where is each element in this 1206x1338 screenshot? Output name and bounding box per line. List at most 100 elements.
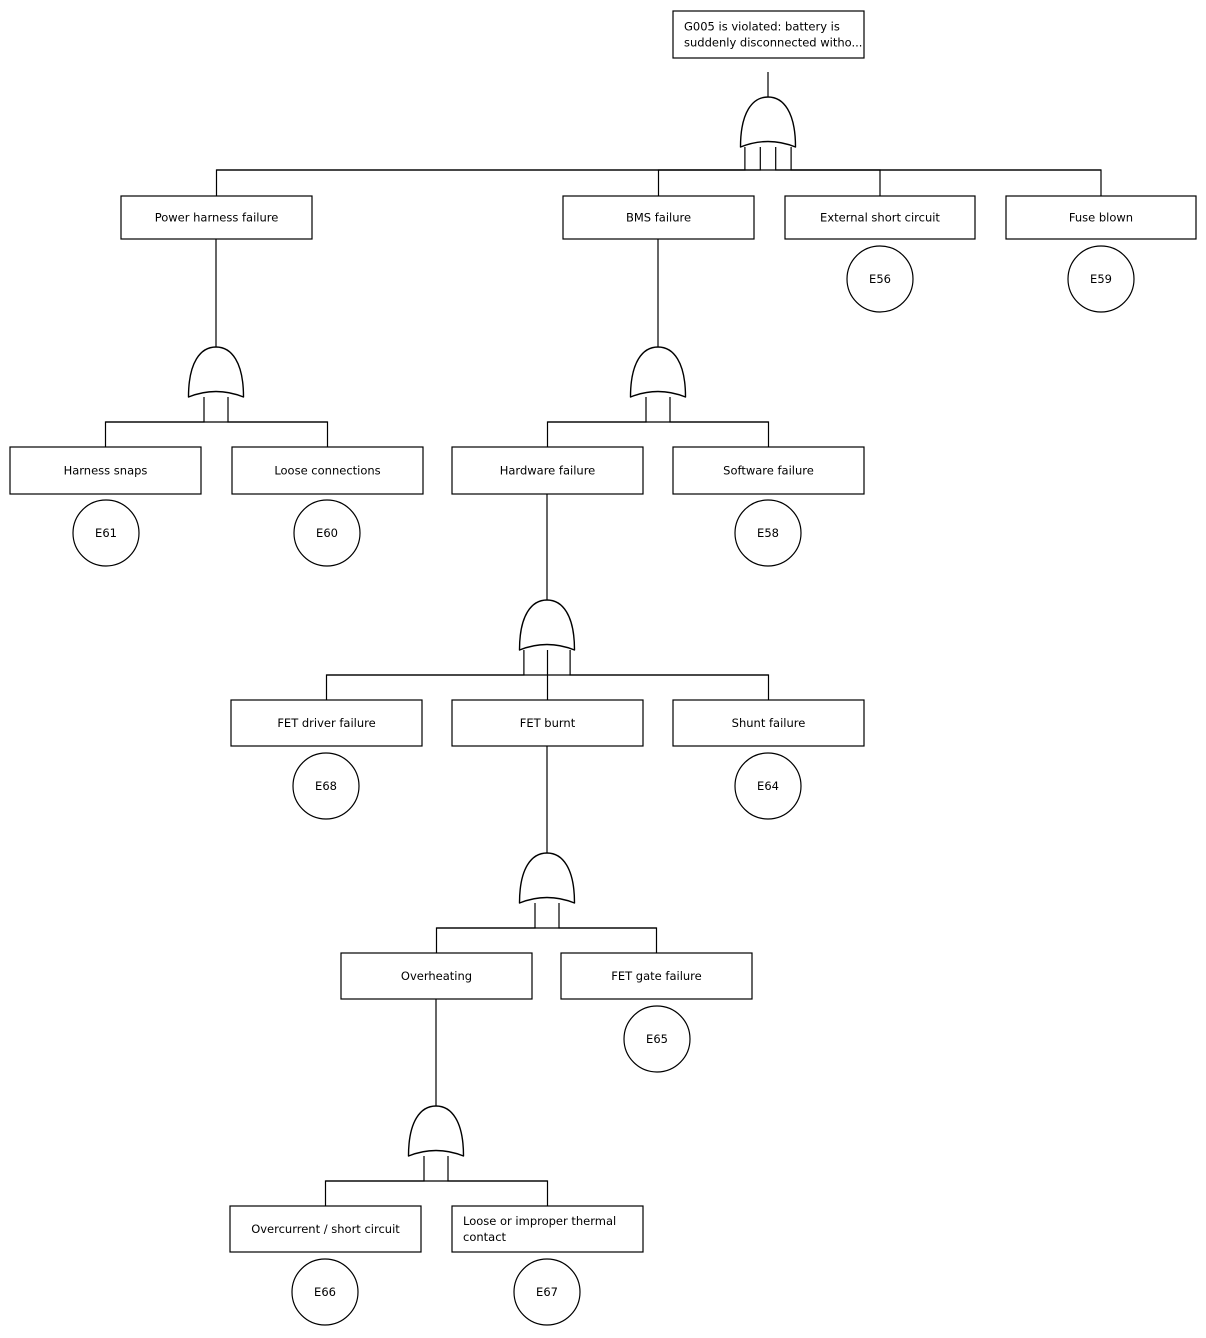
node-box[interactable] bbox=[451, 446, 644, 495]
node-label: Software failure bbox=[723, 464, 814, 478]
or-gate-shape bbox=[407, 1105, 465, 1157]
node-power-harness-failure[interactable]: Power harness failure bbox=[120, 195, 313, 240]
node-box[interactable] bbox=[672, 10, 865, 59]
basic-event-circle[interactable] bbox=[734, 752, 802, 820]
or-gate-shape bbox=[629, 346, 687, 398]
connector-group-G005 bbox=[215, 147, 1102, 196]
basic-event-circle[interactable] bbox=[846, 245, 914, 313]
basic-event-circle[interactable] bbox=[291, 1258, 359, 1326]
connector-layer bbox=[104, 147, 1102, 1206]
basic-event-circle[interactable] bbox=[293, 499, 361, 567]
node-label: Shunt failure bbox=[732, 716, 806, 730]
basic-event-label: E67 bbox=[536, 1285, 558, 1299]
node-box[interactable] bbox=[1005, 195, 1197, 240]
connector-hardware-failure-to-shunt-failure bbox=[569, 650, 770, 700]
connector-G005-to-fuse-blown bbox=[790, 147, 1102, 196]
basic-event-label: E61 bbox=[95, 526, 117, 540]
connector-fet-burnt-to-fet-gate-failure bbox=[558, 903, 658, 953]
basic-event-label: E60 bbox=[316, 526, 338, 540]
node-fet-burnt[interactable]: FET burnt bbox=[451, 699, 644, 747]
basic-event-circle[interactable] bbox=[513, 1258, 581, 1326]
connector-group-bms-failure bbox=[546, 397, 770, 447]
basic-event-label: E59 bbox=[1090, 272, 1112, 286]
or-gate-overheating bbox=[407, 999, 465, 1157]
basic-event-label: E65 bbox=[646, 1032, 668, 1046]
or-gate-power-harness-failure bbox=[187, 239, 245, 398]
connector-group-power-harness-failure bbox=[104, 397, 329, 447]
node-label: Fuse blown bbox=[1069, 211, 1133, 225]
connector-power-harness-failure-to-loose-connections bbox=[227, 397, 329, 447]
node-box[interactable] bbox=[340, 952, 533, 1000]
node-box[interactable] bbox=[9, 446, 202, 495]
node-box[interactable] bbox=[229, 1205, 422, 1253]
or-gate-shape bbox=[518, 599, 576, 651]
node-box[interactable] bbox=[231, 446, 424, 495]
node-label: FET gate failure bbox=[611, 969, 701, 983]
connector-bms-failure-to-hardware-failure bbox=[546, 397, 647, 447]
node-label: FET driver failure bbox=[277, 716, 375, 730]
node-box[interactable] bbox=[672, 446, 865, 495]
connector-hardware-failure-to-fet-driver-failure bbox=[325, 650, 525, 700]
basic-event-label: E66 bbox=[314, 1285, 336, 1299]
or-gate-shape bbox=[187, 346, 245, 398]
node-label: External short circuit bbox=[820, 211, 940, 225]
node-label: Hardware failure bbox=[500, 464, 596, 478]
connector-overheating-to-overcurrent-short-circuit bbox=[324, 1156, 425, 1206]
connector-bms-failure-to-software-failure bbox=[669, 397, 770, 447]
node-hardware-failure[interactable]: Hardware failure bbox=[451, 446, 644, 495]
basic-event-circle[interactable] bbox=[734, 499, 802, 567]
or-gate-shape bbox=[739, 96, 797, 148]
basic-event-label: E58 bbox=[757, 526, 779, 540]
basic-event-circle[interactable] bbox=[72, 499, 140, 567]
node-box[interactable] bbox=[562, 195, 755, 240]
node-box[interactable] bbox=[230, 699, 423, 747]
gate-layer bbox=[187, 72, 797, 1157]
node-box[interactable] bbox=[451, 699, 644, 747]
basic-event-circle[interactable] bbox=[1067, 245, 1135, 313]
node-label: FET burnt bbox=[520, 716, 576, 730]
or-gate-shape bbox=[518, 852, 576, 904]
basic-event-circle[interactable] bbox=[292, 752, 360, 820]
node-box[interactable] bbox=[672, 699, 865, 747]
node-box[interactable] bbox=[560, 952, 753, 1000]
node-box[interactable] bbox=[784, 195, 976, 240]
node-overheating[interactable]: Overheating bbox=[340, 952, 533, 1000]
or-gate-fet-burnt bbox=[518, 746, 576, 904]
node-box[interactable] bbox=[451, 1205, 644, 1253]
node-label: Overcurrent / short circuit bbox=[251, 1222, 400, 1236]
or-gate-hardware-failure bbox=[518, 494, 576, 651]
basic-event-label: E64 bbox=[757, 779, 779, 793]
node-label: Harness snaps bbox=[64, 464, 148, 478]
basic-event-label: E56 bbox=[869, 272, 891, 286]
connector-overheating-to-loose-improper-thermal-contact bbox=[447, 1156, 549, 1206]
basic-event-label: E68 bbox=[315, 779, 337, 793]
connector-G005-to-power-harness-failure bbox=[215, 147, 746, 196]
or-gate-G005 bbox=[739, 72, 797, 148]
connector-group-hardware-failure bbox=[325, 650, 770, 700]
node-bms-failure[interactable]: BMS failure bbox=[562, 195, 755, 240]
node-label: Power harness failure bbox=[155, 211, 279, 225]
connector-fet-burnt-to-overheating bbox=[435, 903, 536, 953]
connector-G005-to-bms-failure bbox=[657, 147, 761, 196]
connector-group-fet-burnt bbox=[435, 903, 658, 953]
node-box[interactable] bbox=[120, 195, 313, 240]
node-label: BMS failure bbox=[626, 211, 691, 225]
connector-group-overheating bbox=[324, 1156, 549, 1206]
basic-event-circle[interactable] bbox=[623, 1005, 691, 1073]
connector-power-harness-failure-to-harness-snaps bbox=[104, 397, 205, 447]
